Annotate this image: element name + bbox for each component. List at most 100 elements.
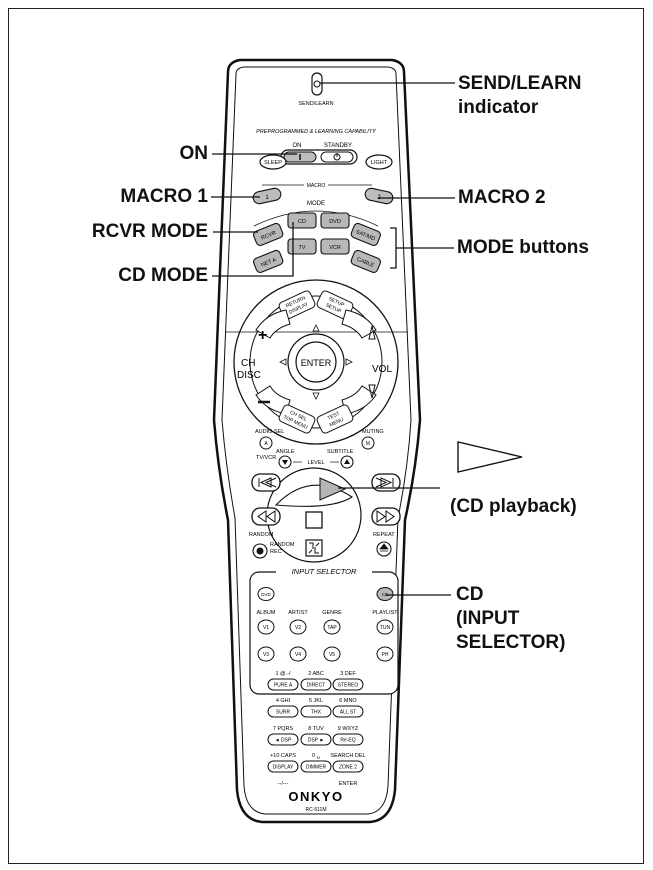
stop-button[interactable] xyxy=(305,511,323,529)
callout-cd-line1: CD xyxy=(456,584,484,605)
input-tap-button[interactable]: TAP xyxy=(323,619,341,635)
input-v5-button[interactable]: V5 xyxy=(323,646,341,662)
svg-text:DVD: DVD xyxy=(329,219,341,225)
angle-label: ANGLE xyxy=(276,449,295,455)
callout-cd-input-selector: CD (INPUT SELECTOR) xyxy=(456,583,565,655)
input-v3-button[interactable]: V3 xyxy=(257,646,275,662)
mode-cable-button[interactable]: CABLE xyxy=(350,249,382,274)
numpad-key-text-2-0: ◄ DSP xyxy=(275,738,292,744)
numpad-stereo-button[interactable]: STEREO xyxy=(332,678,364,691)
numpad-all-st-button[interactable]: ALL ST xyxy=(332,705,364,718)
mode-label: MODE xyxy=(307,201,325,207)
sleep-button[interactable]: SLEEP xyxy=(259,154,287,170)
svg-text:LIGHT: LIGHT xyxy=(371,160,388,166)
input-label-playlist: PLAYLIST xyxy=(372,610,398,616)
input-v4-button[interactable]: V4 xyxy=(289,646,307,662)
repeat-label: REPEAT xyxy=(373,532,395,538)
numpad-pure-a-button[interactable]: PURE A xyxy=(267,678,299,691)
leader-lines xyxy=(211,82,455,596)
standby-button[interactable] xyxy=(320,151,354,163)
input-label-album: ALBUM xyxy=(257,610,276,616)
numpad-zone-2-button[interactable]: ZONE 2 xyxy=(332,760,364,773)
random-icon[interactable] xyxy=(305,539,323,557)
numpad-thx-button[interactable]: THX xyxy=(300,705,332,718)
numpad-dsp-button[interactable]: DSP ► xyxy=(300,733,332,746)
input-ph-text: PH xyxy=(382,652,389,658)
skip-back-button[interactable] xyxy=(251,473,281,492)
skip-forward-button[interactable] xyxy=(371,473,401,492)
input-row-2: V3 V4 V5 PH xyxy=(257,646,394,662)
mode-vcr-button[interactable]: VCR xyxy=(320,238,350,255)
numpad-surr-button[interactable]: SURR xyxy=(267,705,299,718)
numpad-label-0-2: 3 DEF xyxy=(340,671,356,677)
svg-text:M: M xyxy=(366,441,370,447)
subtitle-label: SUBTITLE xyxy=(327,449,354,455)
random-rec-button[interactable] xyxy=(252,543,268,559)
repeat-eject-button[interactable] xyxy=(376,541,392,557)
mode-dvd-button[interactable]: DVD xyxy=(320,212,350,229)
svg-text:TV: TV xyxy=(298,245,305,251)
send-learn-indicator xyxy=(311,72,323,96)
mode-neta-button[interactable]: NET A xyxy=(252,249,284,274)
macro1-button[interactable]: 1 xyxy=(252,187,282,205)
svg-text:MENU: MENU xyxy=(329,417,345,429)
numpad-label-0-0: 1 @.-/ xyxy=(275,671,291,677)
level-down-button[interactable] xyxy=(278,455,292,469)
numpad-key-text-0-1: DIRECT xyxy=(307,683,326,689)
ch-plus-button[interactable]: + xyxy=(255,309,291,344)
vol-up-button[interactable] xyxy=(341,309,377,340)
numpad-label-1-2: 6 MNO xyxy=(339,698,357,704)
svg-text:TEST: TEST xyxy=(327,411,341,422)
input-v2-button[interactable]: V2 xyxy=(289,619,307,635)
input-ph-button[interactable]: PH xyxy=(376,646,394,662)
numpad-label-2-2: 9 WXYZ xyxy=(338,726,359,732)
send-learn-text: SEND/LEARN xyxy=(298,101,333,107)
numpad-direct-button[interactable]: DIRECT xyxy=(300,678,332,691)
svg-text:SLEEP: SLEEP xyxy=(264,160,282,166)
muting-button[interactable]: M xyxy=(361,436,375,450)
level-up-button[interactable] xyxy=(340,455,354,469)
numpad-dimmer-button[interactable]: DIMMER xyxy=(300,760,332,773)
input-dvd-button[interactable]: DVD xyxy=(257,587,275,601)
mode-cd-button[interactable]: CD xyxy=(287,212,317,229)
numpad-key-text-3-0: DISPLAY xyxy=(273,765,294,771)
audio-sel-button[interactable]: A xyxy=(259,436,273,450)
fast-forward-button[interactable] xyxy=(371,507,401,526)
mode-rcvr-button[interactable]: RCVR xyxy=(252,222,284,247)
input-v4-text: V4 xyxy=(295,652,301,658)
input-v1-button[interactable]: V1 xyxy=(257,619,275,635)
callout-on: ON xyxy=(179,143,209,164)
input-cd-button[interactable]: CD xyxy=(376,587,394,601)
callout-macro2: MACRO 2 xyxy=(458,187,546,208)
brand-logo: ONKYO xyxy=(288,789,343,804)
numpad-re-eq-button[interactable]: Re-EQ xyxy=(332,733,364,746)
mode-satmd-button[interactable]: SAT/MD xyxy=(350,222,382,247)
ch-minus-button[interactable] xyxy=(255,385,291,415)
test-menu-button[interactable]: TEST MENU xyxy=(316,404,354,435)
return-display-button[interactable]: RETURN DISPLAY xyxy=(278,290,316,321)
mode-tv-button[interactable]: TV xyxy=(287,238,317,255)
light-button[interactable]: LIGHT xyxy=(365,154,393,170)
input-v3-text: V3 xyxy=(263,652,269,658)
input-tun-button[interactable]: TUN xyxy=(376,619,394,635)
callout-cd-line2: (INPUT xyxy=(456,608,520,629)
numpad-key-text-1-2: ALL ST xyxy=(340,710,357,716)
random-rec-label-2: REC xyxy=(270,549,282,555)
capability-text: PREPROGRAMMED & LEARNING CAPABILITY xyxy=(256,129,376,135)
input-v2-text: V2 xyxy=(295,625,301,631)
numpad-key-text-3-1: DIMMER xyxy=(306,765,327,771)
callout-send-learn-line1: SEND/LEARN xyxy=(458,73,582,94)
vol-down-button[interactable] xyxy=(341,384,377,415)
numpad-label-3-1: 0 ␣ xyxy=(312,753,320,759)
callout-rcvr-mode: RCVR MODE xyxy=(91,221,208,242)
rewind-button[interactable] xyxy=(251,507,281,526)
enter-button[interactable]: ENTER xyxy=(295,341,337,383)
numpad-dsp-button[interactable]: ◄ DSP xyxy=(267,733,299,746)
ch-sel-top-menu-button[interactable]: CH SEL TOP MENU xyxy=(278,404,316,435)
setup-button[interactable]: SETUP SETUP xyxy=(316,290,354,321)
numpad-key-text-2-2: Re-EQ xyxy=(340,738,355,744)
input-v1-text: V1 xyxy=(263,625,269,631)
play-button[interactable] xyxy=(274,477,354,507)
numpad-display-button[interactable]: DISPLAY xyxy=(267,760,299,773)
cursor-arrows[interactable] xyxy=(279,324,353,400)
